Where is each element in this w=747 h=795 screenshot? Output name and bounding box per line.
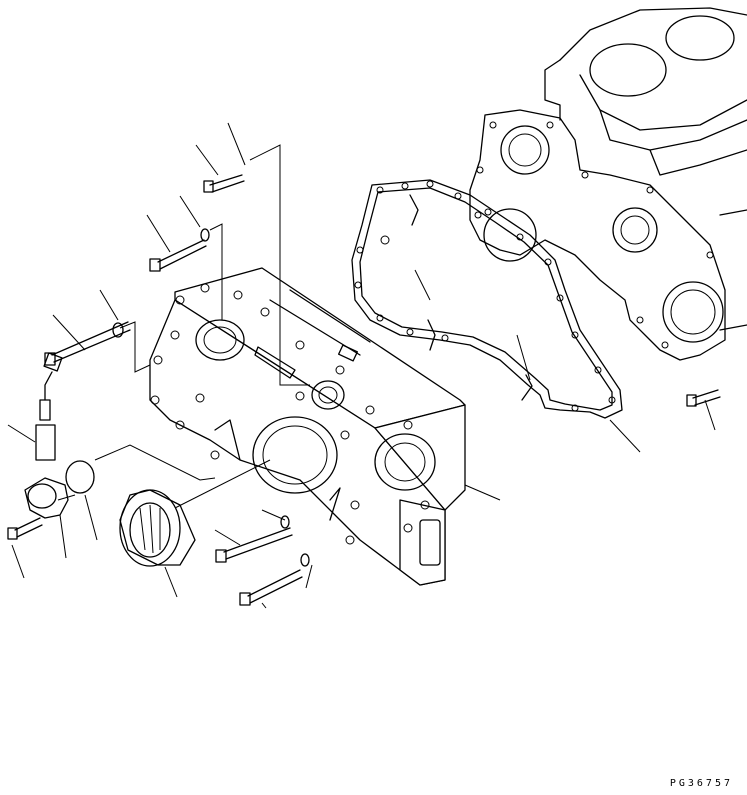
cylinder-block-outline [544,7,747,331]
front-oil-seal [119,489,196,567]
sensor-bracket [24,477,69,519]
bolts [7,174,721,606]
case-gasket [351,179,623,419]
front-gear-case [469,109,726,361]
leader-lines [7,122,716,609]
front-cover [149,267,466,586]
o-ring [65,460,95,494]
sensor [35,352,63,461]
reference-code: PG36757 [669,778,733,789]
washers [112,228,310,567]
